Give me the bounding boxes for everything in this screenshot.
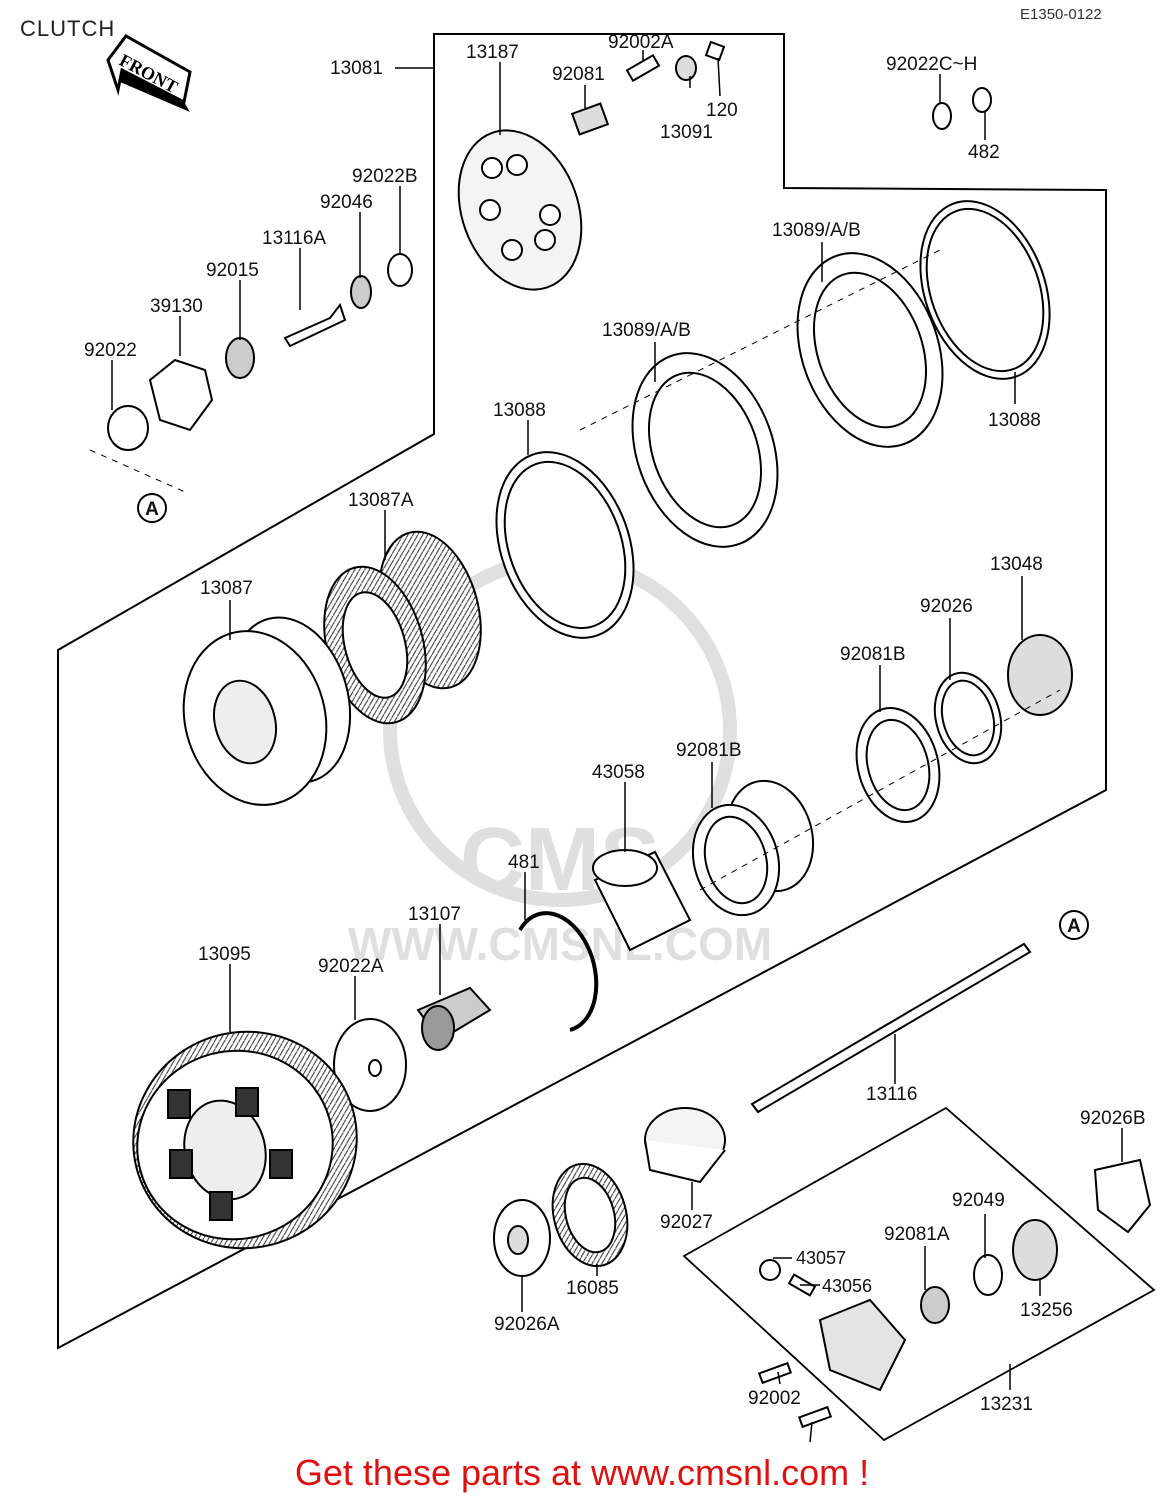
label-13187: 13187	[466, 42, 519, 63]
label-16085: 16085	[566, 1278, 619, 1299]
exploded-view-drawing: CMS WWW.CMSNL.COM FRONT	[57, 32, 1156, 1443]
label-92022B: 92022B	[352, 166, 418, 187]
label-92046: 92046	[320, 192, 373, 213]
diagram-title: CLUTCH	[20, 16, 116, 41]
label-92081B-center: 92081B	[676, 740, 742, 761]
label-13116A: 13116A	[262, 228, 326, 249]
label-39130: 39130	[150, 296, 203, 317]
svg-text:A: A	[145, 499, 159, 520]
label-92022: 92022	[84, 340, 137, 361]
watermark-url: WWW.CMSNL.COM	[348, 918, 772, 970]
label-92026: 92026	[920, 596, 973, 617]
label-13048: 13048	[990, 554, 1043, 575]
label-92027: 92027	[660, 1212, 713, 1233]
front-direction-arrow: FRONT	[106, 34, 192, 112]
label-13116: 13116	[866, 1084, 917, 1105]
drawing-code: E1350-0122	[1020, 6, 1102, 23]
label-13095: 13095	[198, 944, 251, 965]
label-13231: 13231	[980, 1394, 1033, 1415]
part-13187-shape	[457, 129, 583, 291]
leader-lines	[111, 50, 1123, 1443]
label-13107: 13107	[408, 904, 461, 925]
label-13089-upper: 13089/A/B	[772, 220, 861, 241]
label-92002-upper: 92002	[748, 1388, 801, 1409]
alignment-axes	[89, 249, 1061, 891]
label-13088-right: 13088	[988, 410, 1041, 431]
label-92022A: 92022A	[318, 956, 384, 977]
parts-link-banner[interactable]: Get these parts at www.cmsnl.com !	[294, 1452, 870, 1493]
label-92026A: 92026A	[494, 1314, 560, 1335]
reference-marker-a-right: A	[1059, 910, 1089, 940]
label-13081: 13081	[330, 58, 383, 79]
label-92081B-right: 92081B	[840, 644, 906, 665]
part-13087A-shape	[323, 530, 482, 725]
svg-text:A: A	[1067, 916, 1081, 937]
label-43056: 43056	[822, 1276, 872, 1296]
part-13087-shape	[182, 616, 352, 806]
label-13256: 13256	[1020, 1300, 1073, 1321]
part-shapes	[107, 40, 1152, 1429]
part-13095-shape	[132, 1030, 358, 1250]
label-13087: 13087	[200, 578, 253, 599]
label-92081: 92081	[552, 64, 605, 85]
label-92049: 92049	[952, 1190, 1005, 1211]
assembly-outline	[57, 33, 1107, 1350]
label-43057: 43057	[796, 1248, 846, 1268]
reference-marker-a-left: A	[137, 493, 167, 523]
label-92022C-H: 92022C~H	[886, 54, 977, 75]
label-13088-middle: 13088	[493, 400, 546, 421]
label-92026B: 92026B	[1080, 1108, 1146, 1129]
label-92015: 92015	[206, 260, 259, 281]
label-120: 120	[706, 100, 738, 121]
label-13087A: 13087A	[348, 490, 414, 511]
label-92002A: 92002A	[608, 32, 674, 53]
label-482: 482	[968, 142, 1000, 163]
label-13091: 13091	[660, 122, 713, 143]
part-labels: 13081 13187 92002A 92081 120 13091 92022…	[84, 32, 1146, 1415]
label-92081A: 92081A	[884, 1224, 950, 1245]
label-13089-middle: 13089/A/B	[602, 320, 691, 341]
label-43058: 43058	[592, 762, 645, 783]
label-481: 481	[508, 852, 540, 873]
release-assembly-outline	[682, 1106, 1156, 1442]
